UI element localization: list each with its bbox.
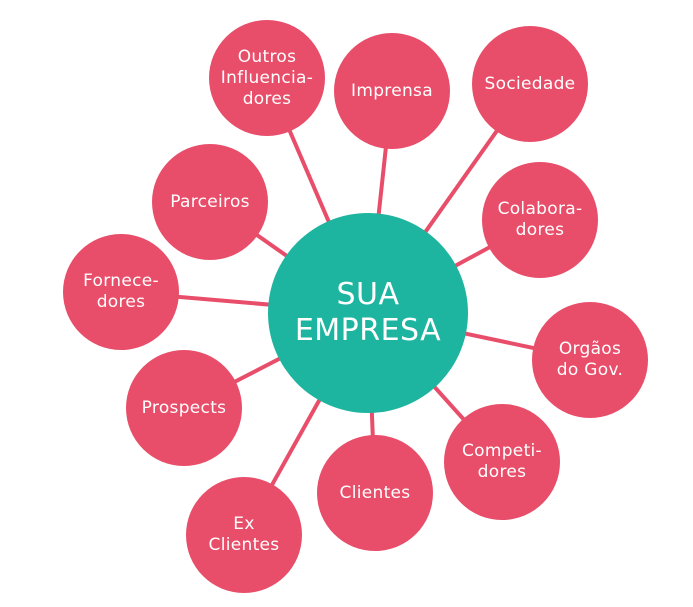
stakeholder-imprensa: Imprensa (334, 33, 450, 149)
stakeholder-clientes: Clientes (317, 435, 433, 551)
stakeholder-parceiros: Parceiros (152, 144, 268, 260)
stakeholder-ex-clientes: Ex Clientes (186, 477, 302, 593)
center-sua-empresa: SUA EMPRESA (268, 213, 468, 413)
stakeholder-competidores: Competi- dores (444, 404, 560, 520)
stakeholder-orgaos-do-gov: Orgãos do Gov. (532, 302, 648, 418)
stakeholder-fornecedores: Fornece- dores (63, 234, 179, 350)
stakeholder-outros-influenciadores: Outros Influencia- dores (209, 20, 325, 136)
stakeholder-colaboradores: Colabora- dores (482, 162, 598, 278)
stakeholder-prospects: Prospects (126, 350, 242, 466)
stakeholder-sociedade: Sociedade (472, 26, 588, 142)
